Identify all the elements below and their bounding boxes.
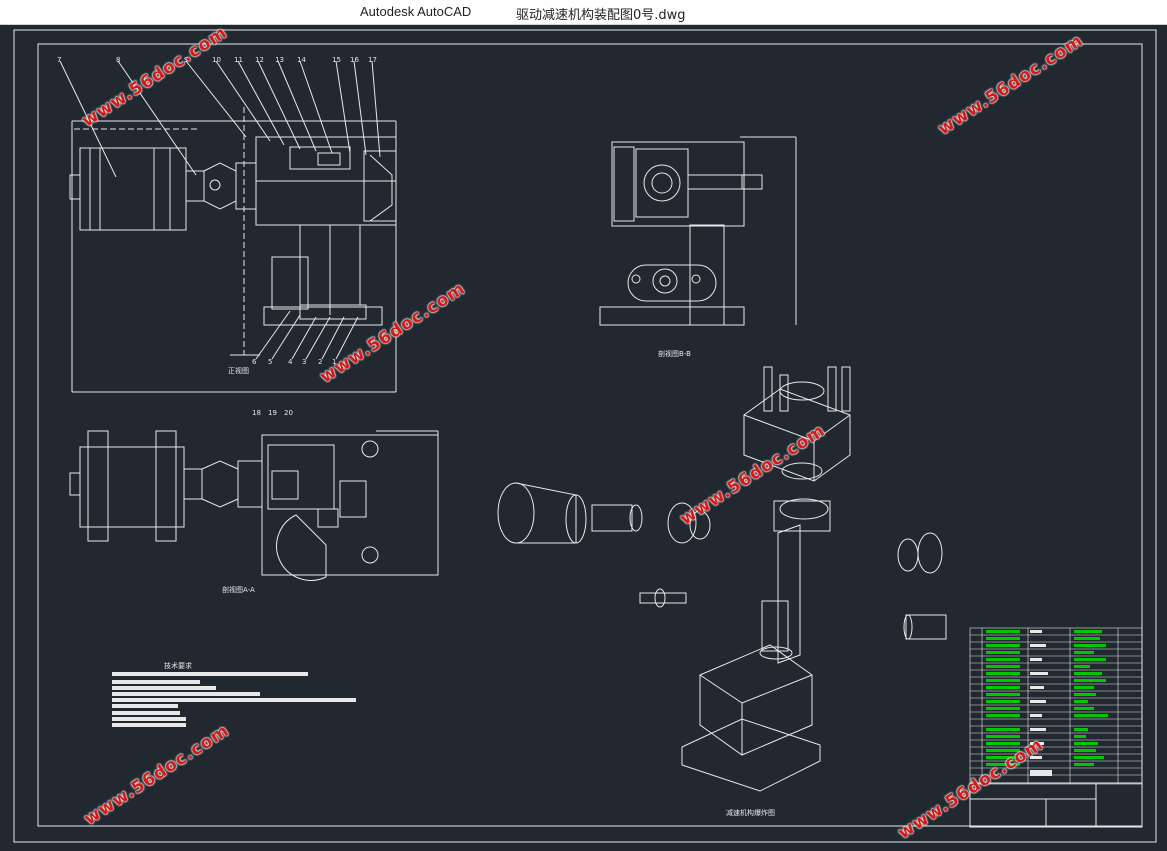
- section-b-view: [599, 136, 797, 326]
- window-titlebar: Autodesk AutoCAD 驱动减速机构装配图0号.dwg: [0, 0, 1167, 25]
- balloon-15: 15: [332, 56, 341, 64]
- bom-text-marks: [986, 630, 1108, 766]
- cad-drawing: [13, 29, 1157, 843]
- app-title: Autodesk AutoCAD: [360, 4, 472, 19]
- balloon-11: 11: [234, 56, 243, 64]
- balloon-13: 13: [275, 56, 284, 64]
- balloon-1: 1: [332, 358, 337, 366]
- balloon-12: 12: [255, 56, 264, 64]
- balloon-14: 14: [297, 56, 306, 64]
- balloon-6: 6: [252, 358, 257, 366]
- document-title: 驱动减速机构装配图0号.dwg: [516, 8, 686, 23]
- exploded-view: [497, 366, 947, 792]
- balloon-9: 9: [184, 56, 189, 64]
- balloon-3: 3: [302, 358, 307, 366]
- outer-frame: [13, 29, 1157, 843]
- balloon-18: 18: [252, 409, 261, 417]
- title-block: [969, 782, 1143, 828]
- front-view-label: 正视图: [228, 367, 249, 375]
- balloon-4: 4: [288, 358, 293, 366]
- balloon-7: 7: [57, 56, 62, 64]
- balloon-19: 19: [268, 409, 277, 417]
- tech-requirements-lines: [112, 672, 356, 727]
- section-b-label: 剖视图B-B: [658, 350, 691, 358]
- balloon-16: 16: [350, 56, 359, 64]
- section-a-label: 剖视图A-A: [222, 586, 255, 594]
- balloon-10: 10: [212, 56, 221, 64]
- section-a-view: [69, 430, 439, 581]
- bom-table: [969, 627, 1143, 785]
- balloon-20: 20: [284, 409, 293, 417]
- balloon-2: 2: [318, 358, 323, 366]
- tech-requirements-title: 技术要求: [164, 662, 192, 670]
- drawing-canvas[interactable]: 7 8 9 10 11 12 13 14 15 16 17 6 5 4 3 2 …: [0, 23, 1167, 851]
- balloon-5: 5: [268, 358, 273, 366]
- bom-white-marks: [1030, 630, 1052, 776]
- balloon-17: 17: [368, 56, 377, 64]
- inner-frame: [37, 43, 1143, 827]
- exploded-view-label: 减速机构爆炸图: [726, 809, 775, 817]
- front-view: [59, 60, 397, 393]
- balloon-8: 8: [116, 56, 121, 64]
